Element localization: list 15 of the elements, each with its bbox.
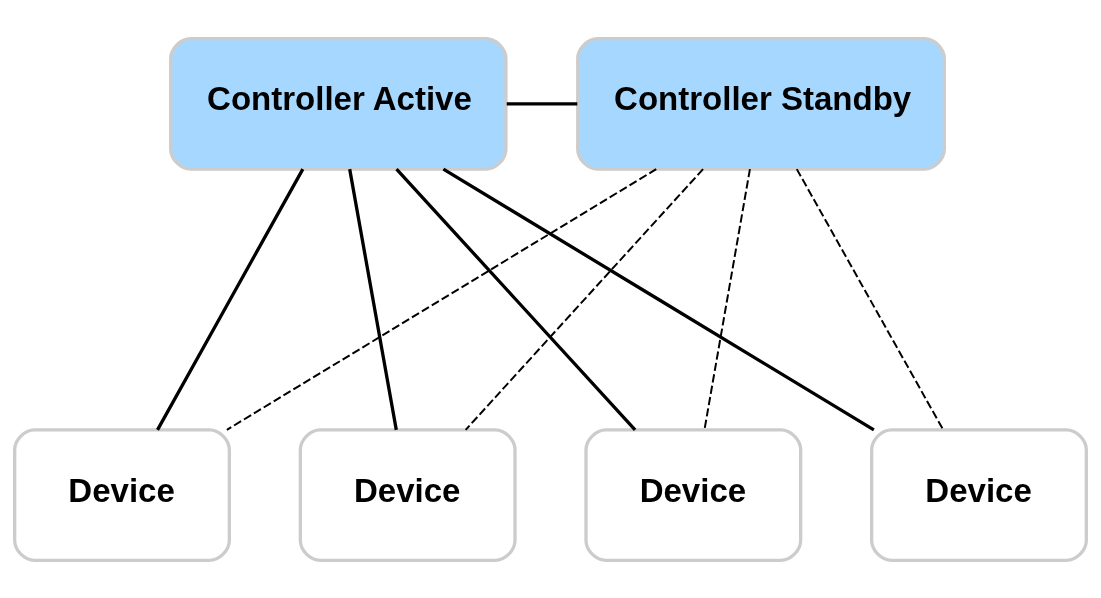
node-box: Device <box>13 427 231 562</box>
connector <box>703 167 751 431</box>
connector <box>442 167 875 431</box>
node-box: Controller Standby <box>576 36 946 171</box>
connector <box>464 167 705 431</box>
connector <box>156 167 305 431</box>
connector <box>348 168 398 430</box>
connector <box>225 167 658 431</box>
connector <box>795 167 945 431</box>
connector <box>395 167 637 431</box>
node-box: Controller Active <box>169 36 508 171</box>
node-box: Device <box>584 427 803 562</box>
connector <box>506 101 578 105</box>
node-box: Device <box>298 427 517 562</box>
node-box: Device <box>870 427 1088 562</box>
